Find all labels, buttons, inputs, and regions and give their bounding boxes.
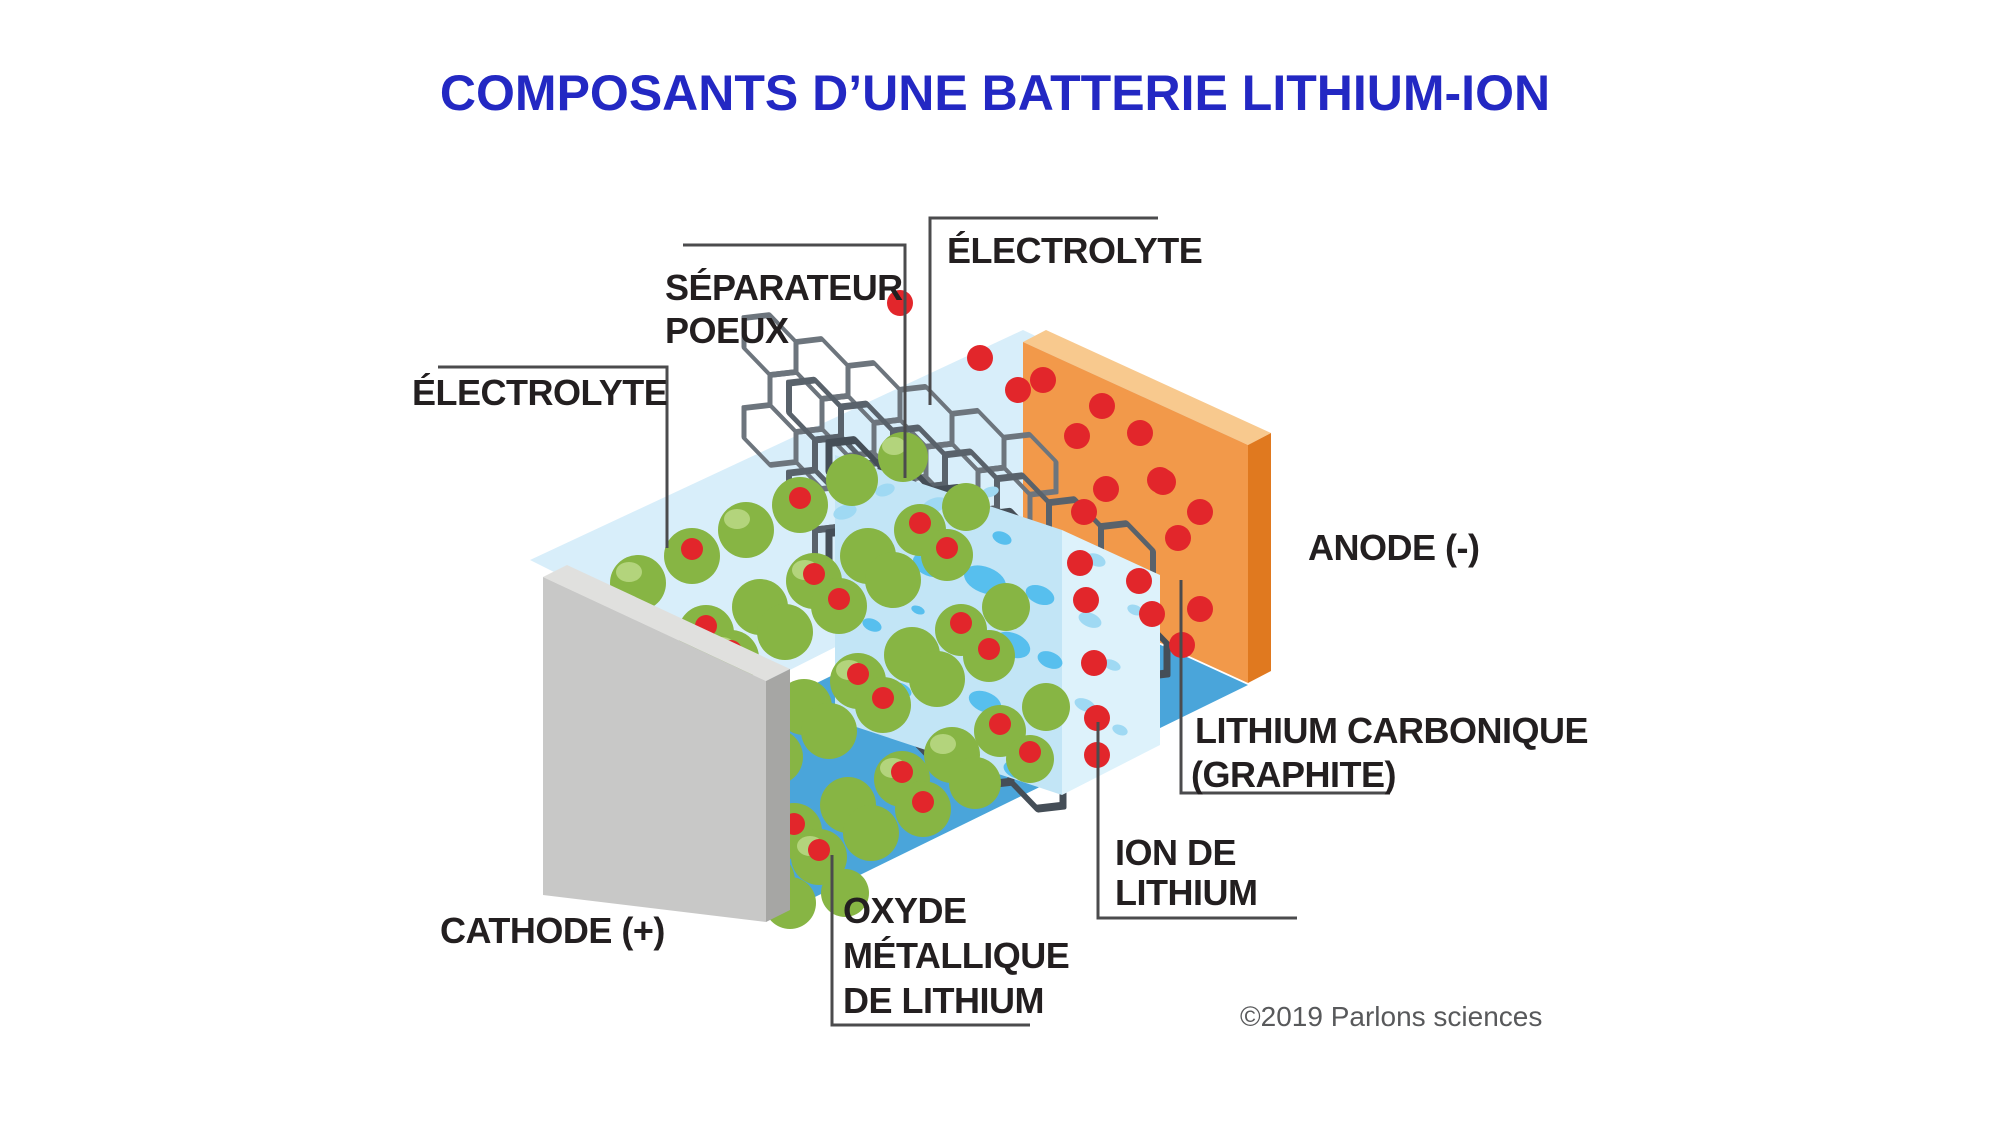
label-lithium-ion-line2: LITHIUM (1115, 872, 1257, 913)
leader-metal-oxide (830, 855, 1030, 1027)
credit-text: ©2019 Parlons sciences (1240, 1001, 1542, 1032)
leader-electrolyte-top (928, 216, 1158, 405)
lithium-ion-dots-oxide (681, 487, 1041, 861)
leader-separator (683, 243, 907, 478)
leader-electrolyte-left (438, 365, 669, 548)
label-anode: ANODE (-) (1308, 527, 1479, 568)
label-electrolyte-left: ÉLECTROLYTE (412, 372, 667, 413)
leader-lines (438, 216, 1390, 1027)
label-electrolyte-top: ÉLECTROLYTE (947, 230, 1202, 271)
label-metal-oxide-line1: OXYDE (843, 890, 967, 931)
label-metal-oxide-line2: MÉTALLIQUE (843, 935, 1069, 976)
label-lithium-carbon-line2: (GRAPHITE) (1191, 754, 1396, 795)
label-lithium-ion-line1: ION DE (1115, 832, 1236, 873)
label-separator-line2: POEUX (665, 310, 789, 351)
label-lithium-carbon-line1: LITHIUM CARBONIQUE (1195, 710, 1588, 751)
label-cathode: CATHODE (+) (440, 910, 665, 951)
label-metal-oxide-line3: DE LITHIUM (843, 980, 1044, 1021)
label-separator-line1: SÉPARATEUR (665, 267, 903, 308)
lithium-ion-dots-graphite (887, 290, 1213, 768)
page-title: COMPOSANTS D’UNE BATTERIE LITHIUM-ION (440, 65, 1550, 121)
cathode-slab (543, 565, 790, 922)
leader-lithium-ion (1096, 722, 1297, 920)
leader-lithium-carbon (1179, 580, 1390, 795)
